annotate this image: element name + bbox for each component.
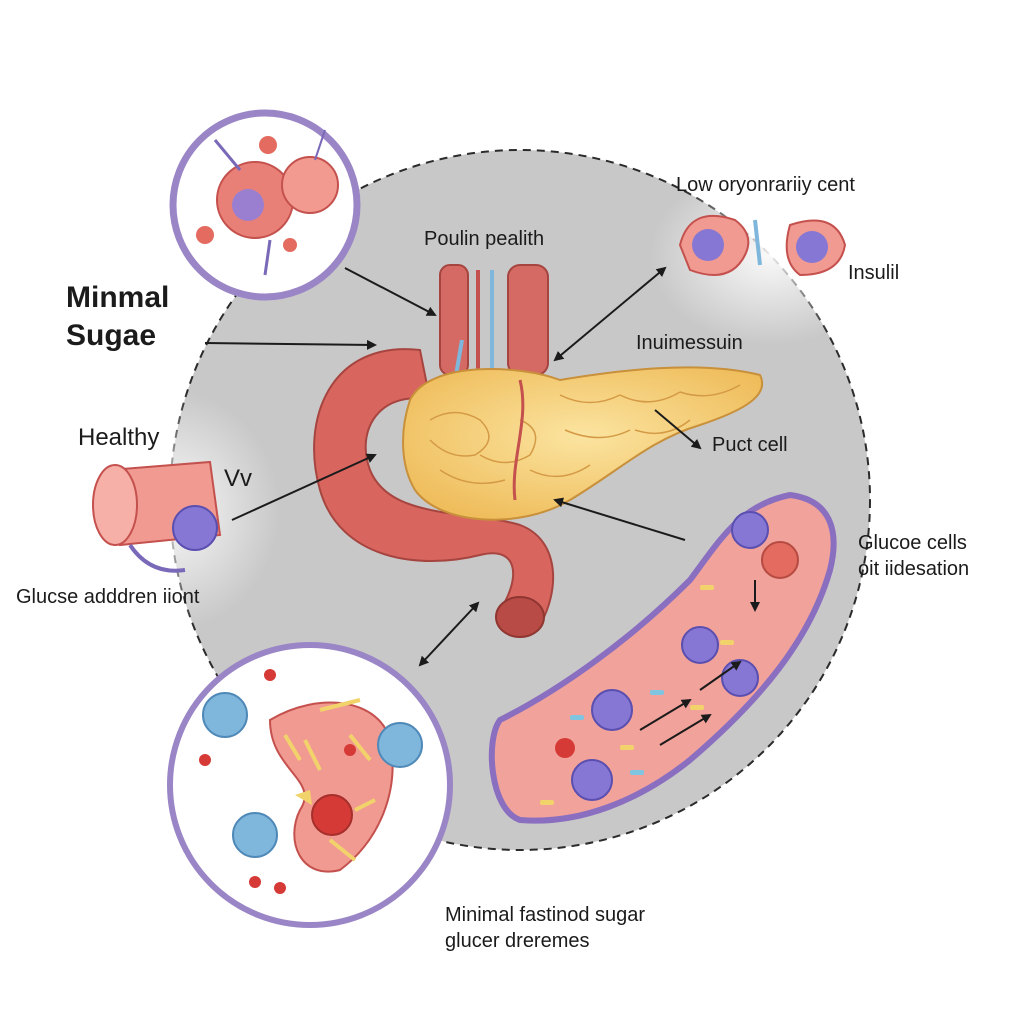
label-glucose-cells: Glucoe cells oit iidesation [858,530,969,582]
label-insulin: Insulil [848,262,900,284]
label-healthy: Healthy [78,424,160,451]
top-vessels [439,264,549,441]
top-right-cells [678,215,847,277]
label-inuimessuin: Inuimessuin [636,332,743,354]
label-poulin-pealith: Poulin pealith [424,228,545,250]
duodenum-opening [495,596,545,638]
label-minimal-sugar-line1: Minmal [66,281,170,314]
label-minimal-sugar-line2: Sugae [66,319,157,352]
right-tissue-contents [540,511,799,805]
glow-top-right [650,165,890,345]
label-glucose-cells-line2: oit iidesation [858,558,970,580]
label-bottom-caption: Minimal fastinod sugar glucer dreremes [445,902,645,954]
arrow-bottom-inset [418,601,480,667]
arrows [204,266,702,667]
label-bottom-line2: glucer dreremes [445,930,590,952]
label-bottom-line1: Minimal fastinod sugar [445,904,646,926]
label-low-coronary: Low oryonrariiy cent [676,174,855,196]
arrow-inset-to-vessel [344,267,437,316]
arrow-right-tissue [553,497,686,541]
label-glucose-addition: Glucse adddren iiont [16,586,200,608]
label-puct-cell: Puct cell [712,434,788,456]
left-vessel-cell [92,460,222,573]
label-minimal-sugar: Minmal Sugae [66,279,169,355]
right-tissue [488,491,837,824]
arrow-minimal-sugar [204,339,377,350]
top-left-inset [169,109,361,301]
arrow-healthy [231,453,377,521]
pancreas-lobules [429,384,741,485]
label-glucose-cells-line1: Glucoe cells [858,532,967,554]
bottom-left-inset [167,642,453,928]
arrow-puct-cell [654,409,702,450]
pancreas [402,366,763,521]
arrow-top-right [553,266,667,362]
pancreas-duct [512,379,525,501]
label-vv: Vv [224,465,253,492]
